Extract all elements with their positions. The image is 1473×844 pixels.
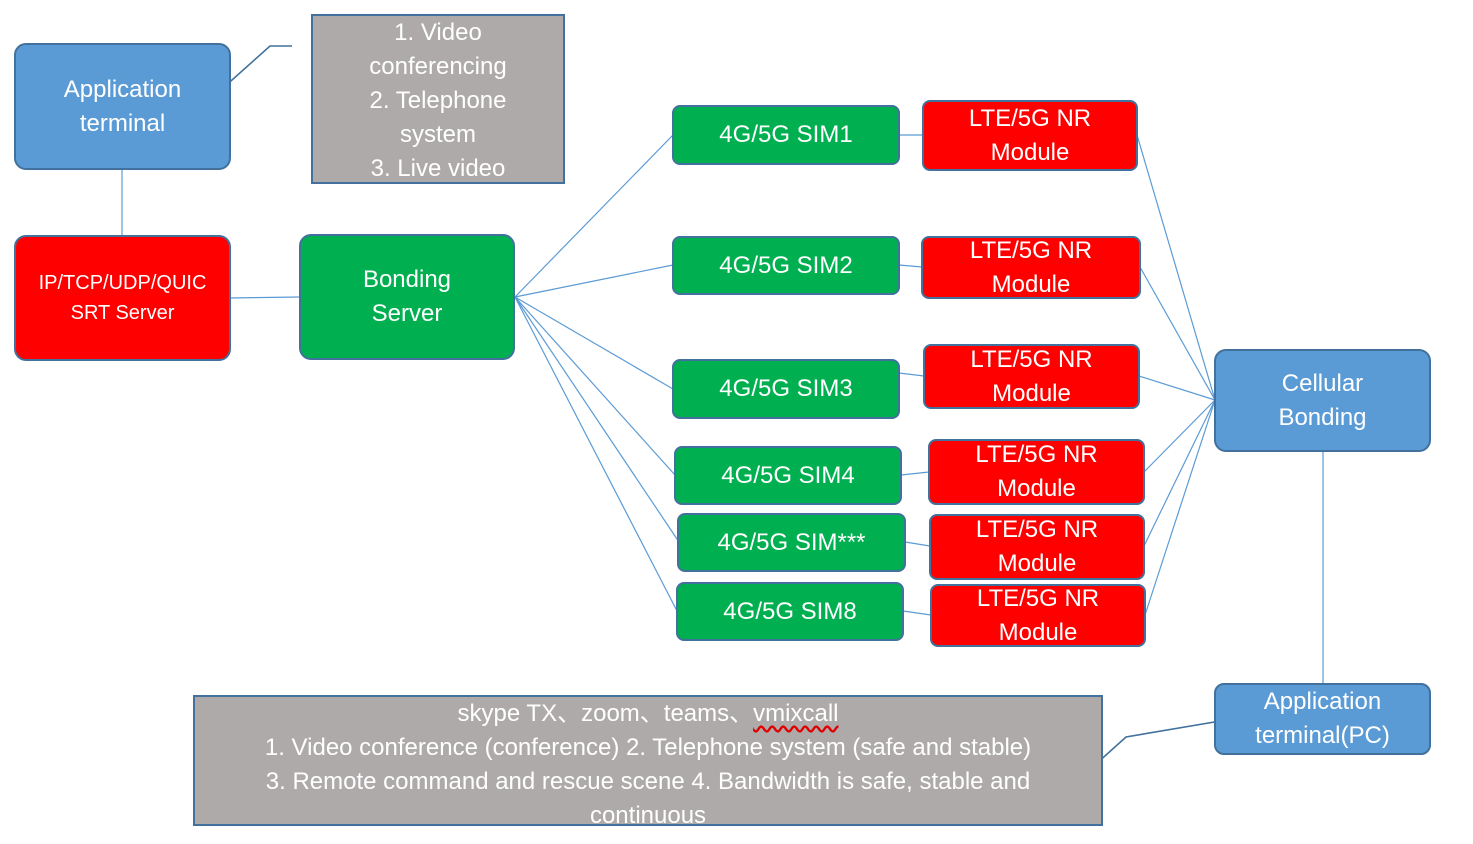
sim-node: 4G/5G SIM3 (672, 359, 900, 419)
connector (514, 296, 676, 476)
connector (904, 541, 931, 547)
cellular-bonding-node: Cellular Bonding (1214, 349, 1431, 452)
cellular-bonding-label: Cellular Bonding (1278, 369, 1367, 431)
connector (1143, 399, 1216, 547)
connector (1138, 375, 1216, 401)
bottom-note-apps: skype TX、zoom、teams、 (457, 700, 754, 727)
lte-module-node: LTE/5G NR Module (921, 236, 1141, 299)
server-protocols-label: IP/TCP/UDP/QUIC (38, 272, 207, 294)
connector (1139, 266, 1216, 401)
connector (1144, 399, 1216, 616)
connector (902, 610, 932, 616)
lte-module-label: LTE/5G NR Module (975, 516, 1099, 577)
bottom-note-line2: 1. Video conference (conference) 2. Tele… (264, 734, 1032, 761)
top-note-box: 1. Video conferencing 2. Telephone syste… (311, 14, 565, 184)
server-name-label: SRT Server (70, 302, 175, 324)
bonding-server-node: Bonding Server (299, 234, 515, 360)
bottom-note-line1: skype TX、zoom、teams、vmixcall (265, 697, 1031, 731)
top-note-text: 1. Video conferencing 2. Telephone syste… (369, 19, 507, 182)
lte-module-label: LTE/5G NR Module (968, 104, 1092, 166)
lte-module-node: LTE/5G NR Module (929, 514, 1145, 580)
sim-node: 4G/5G SIM2 (672, 236, 900, 295)
lte-module-label: LTE/5G NR Module (975, 441, 1098, 502)
sim-label: 4G/5G SIM3 (719, 375, 853, 402)
bonding-server-label: Bonding Server (362, 266, 452, 327)
sim-label: 4G/5G SIM8 (723, 597, 857, 625)
lte-module-node: LTE/5G NR Module (928, 439, 1145, 505)
connector (514, 296, 678, 612)
connector (514, 264, 674, 298)
lte-module-node: LTE/5G NR Module (922, 100, 1138, 171)
connector (514, 296, 674, 390)
connector (1143, 399, 1216, 473)
application-terminal-pc-label: Application terminal(PC) (1255, 688, 1390, 749)
srt-server-node: IP/TCP/UDP/QUIC SRT Server (14, 235, 231, 361)
sim-node: 4G/5G SIM4 (674, 446, 902, 505)
connector (514, 296, 680, 543)
connector (229, 296, 301, 299)
lte-module-node: LTE/5G NR Module (930, 584, 1146, 647)
sim-node: 4G/5G SIM*** (677, 513, 906, 572)
sim-node: 4G/5G SIM8 (676, 582, 904, 641)
application-terminal-label: Application terminal (63, 75, 182, 137)
bottom-note-line4: continuous (589, 802, 707, 829)
lte-module-label: LTE/5G NR Module (970, 345, 1093, 407)
connector (898, 264, 923, 268)
lte-module-node: LTE/5G NR Module (923, 344, 1140, 409)
sim-label: 4G/5G SIM*** (717, 528, 866, 556)
bottom-note-box: skype TX、zoom、teams、vmixcall 1. Video co… (193, 695, 1103, 829)
bottom-note-app-misspelled: vmixcall (753, 700, 839, 727)
application-terminal-pc-node: Application terminal(PC) (1214, 683, 1431, 755)
connector (898, 372, 925, 377)
sim-label: 4G/5G SIM2 (719, 251, 853, 279)
connector (514, 134, 674, 298)
sim-node: 4G/5G SIM1 (672, 105, 900, 165)
lte-module-label: LTE/5G NR Module (969, 236, 1093, 298)
lte-module-label: LTE/5G NR Module (976, 584, 1100, 646)
connector (1136, 134, 1216, 401)
application-terminal-node: Application terminal (14, 43, 231, 170)
connector (900, 471, 930, 476)
sim-label: 4G/5G SIM1 (719, 121, 853, 148)
bottom-note-line3: 3. Remote command and rescue scene 4. Ba… (265, 768, 1031, 795)
sim-label: 4G/5G SIM4 (721, 461, 855, 489)
